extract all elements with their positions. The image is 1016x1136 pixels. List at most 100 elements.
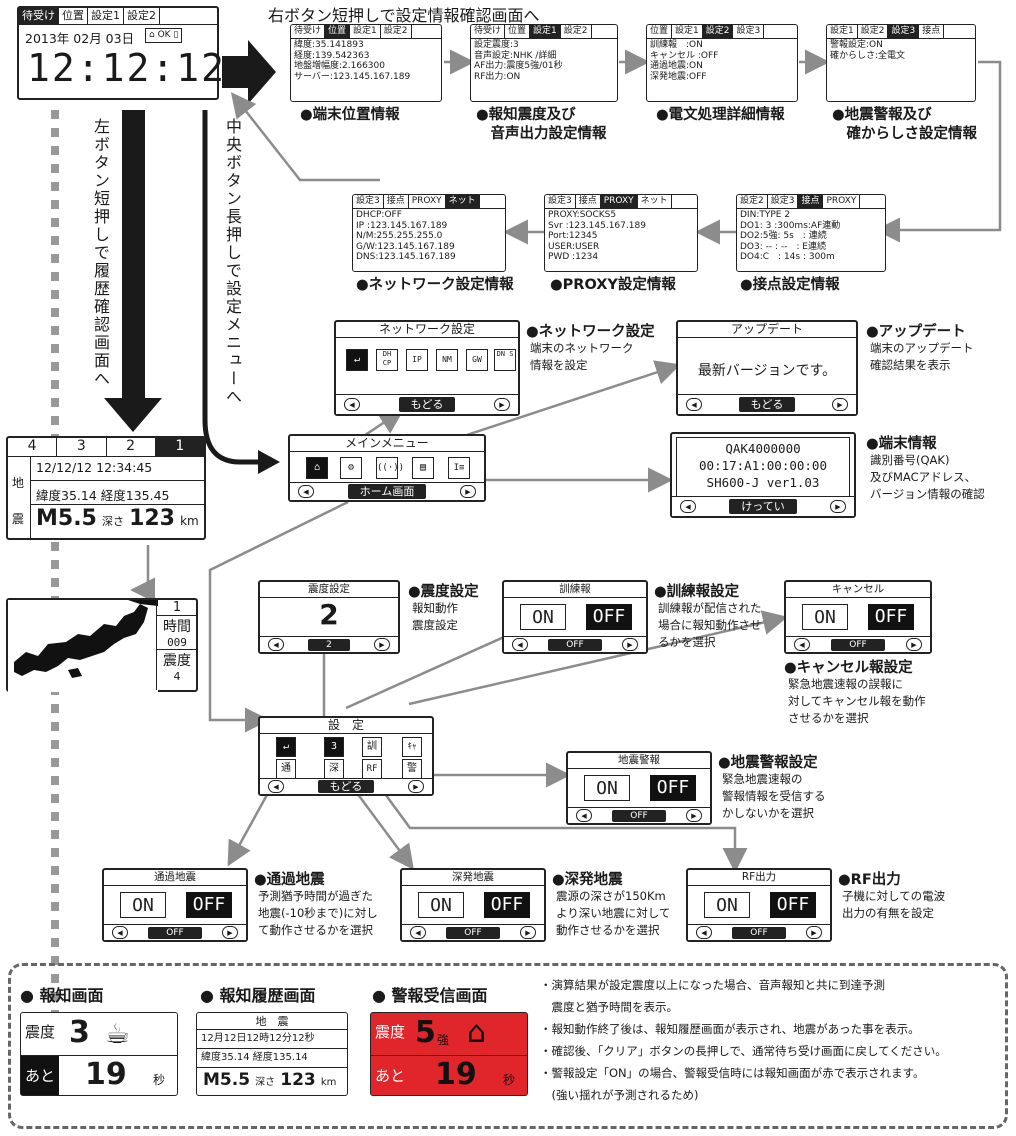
nav-right-button[interactable]: ▶ [686,809,702,822]
netmask-icon[interactable]: NM [436,349,458,371]
intensity-select[interactable]: 2 [308,638,350,651]
info-tab[interactable]: 待受け [291,25,326,38]
nav-left-button[interactable]: ◀ [268,780,284,793]
alarm-icon[interactable]: 警 [402,759,422,779]
training-select[interactable]: OFF [548,638,602,651]
info-tab[interactable]: PROXY [600,195,638,208]
passing-quake-off-option[interactable]: OFF [186,892,232,918]
info-tab[interactable]: 接点 [384,195,409,208]
alarm-select[interactable]: OFF [612,809,666,822]
alarm-on-option[interactable]: ON [584,775,630,801]
nav-right-button[interactable]: ▶ [222,926,238,939]
info-tab[interactable]: 接点 [576,195,601,208]
nav-left-button[interactable]: ◀ [112,926,128,939]
nav-right-button[interactable]: ▶ [373,638,390,651]
rf-icon[interactable]: RF [362,759,382,779]
info-tab[interactable]: ネット [445,195,480,208]
info-tab[interactable]: 接点 [798,195,824,208]
info-tab[interactable]: 設定1 [672,25,703,38]
alarm-off-option[interactable]: OFF [650,775,696,801]
home-icon[interactable]: ⌂ [306,457,328,479]
info-tab[interactable]: PROXY [409,195,446,208]
deep-quake-select[interactable]: OFF [446,926,500,939]
info-tab[interactable]: 設定2 [858,25,889,38]
nav-right-button[interactable]: ▶ [408,780,424,793]
deep-quake-on-option[interactable]: ON [418,892,464,918]
nav-left-button[interactable]: ◀ [794,638,810,651]
nav-right-button[interactable]: ▶ [494,398,510,411]
info-tab[interactable]: 設定2 [381,25,412,38]
nav-right-button[interactable]: ▶ [806,926,822,939]
info-tab[interactable]: 接点 [919,25,945,38]
info-tab[interactable]: 設定2 [702,25,734,38]
nav-left-button[interactable]: ◀ [298,485,314,498]
dhcp-icon[interactable]: DH CP [376,349,398,371]
home-screen-button[interactable]: ホーム画面 [347,484,427,499]
passing-icon[interactable]: 通 [276,759,296,779]
nav-right-button[interactable]: ▶ [906,638,922,651]
info-tab[interactable]: 設定1 [827,25,858,38]
info-tab[interactable]: 設定1 [350,25,381,38]
settings-back-icon[interactable]: ↵ [276,737,296,757]
nav-right-button[interactable]: ▶ [832,398,848,411]
deep-icon[interactable]: 深 [324,759,344,779]
nav-right-button[interactable]: ▶ [622,638,638,651]
rf-output-on-option[interactable]: ON [704,892,750,918]
tab-position[interactable]: 位置 [59,8,88,24]
training-off-option[interactable]: OFF [586,604,632,630]
info-tab[interactable]: PROXY [823,195,861,208]
cancel-off-option[interactable]: OFF [868,604,914,630]
nav-right-button[interactable]: ▶ [459,485,476,498]
info-tab[interactable]: 位置 [647,25,673,38]
back-button[interactable]: もどる [398,397,456,412]
nav-left-button[interactable]: ◀ [344,398,360,411]
training-on-option[interactable]: ON [520,604,566,630]
nav-right-button[interactable]: ▶ [829,500,846,513]
info-tab[interactable]: 設定2 [561,25,592,38]
info-tab[interactable]: 設定3 [353,195,384,208]
cancel-icon[interactable]: ｷｬ [402,737,422,757]
nav-left-button[interactable]: ◀ [410,926,426,939]
nav-left-button[interactable]: ◀ [576,809,592,822]
nav-left-button[interactable]: ◀ [686,398,702,411]
passing-quake-on-option[interactable]: ON [120,892,166,918]
back-icon[interactable]: ↵ [346,349,368,371]
history-tab-4[interactable]: 4 [8,438,58,456]
dns-icon[interactable]: DN S [494,349,516,371]
info-tab[interactable]: 設定3 [545,195,576,208]
history-tab-3[interactable]: 3 [57,438,107,456]
ip-icon[interactable]: IP [406,349,428,371]
training-icon[interactable]: 訓 [362,737,382,757]
info-tab[interactable]: 設定3 [768,195,799,208]
back-button[interactable]: もどる [317,780,375,793]
gateway-icon[interactable]: GW [466,349,488,371]
history-tab-2[interactable]: 2 [107,438,156,456]
history-tab-1[interactable]: 1 [155,438,204,456]
passing-quake-select[interactable]: OFF [148,926,202,939]
gear-icon[interactable]: ⚙ [340,457,362,479]
info-tab[interactable]: 待受け [471,25,506,38]
cancel-select[interactable]: OFF [831,638,885,651]
tab-setting1[interactable]: 設定1 [88,8,124,24]
antenna-icon[interactable]: ((·)) [376,457,404,479]
info-tab[interactable]: 設定2 [737,195,768,208]
info-tab[interactable]: 位置 [505,25,531,38]
tab-standby[interactable]: 待受け [19,8,59,24]
back-button[interactable]: もどる [738,397,796,412]
info-tab[interactable]: 設定3 [733,25,765,38]
nav-left-button[interactable]: ◀ [268,638,284,651]
info-tab[interactable]: 設定1 [530,25,561,38]
info-tab[interactable]: ネット [638,195,672,208]
info-tab[interactable]: 設定3 [888,25,920,38]
nav-right-button[interactable]: ▶ [520,926,536,939]
intensity-icon[interactable]: 3 [324,737,344,757]
info-icon[interactable]: I≡ [448,457,470,479]
print-icon[interactable]: ▤ [412,457,434,479]
rf-output-select[interactable]: OFF [732,926,786,939]
info-tab[interactable]: 位置 [325,25,351,38]
nav-left-button[interactable]: ◀ [696,926,712,939]
tab-setting2[interactable]: 設定2 [124,8,160,24]
nav-left-button[interactable]: ◀ [680,500,696,513]
nav-left-button[interactable]: ◀ [512,638,528,651]
rf-output-off-option[interactable]: OFF [770,892,816,918]
